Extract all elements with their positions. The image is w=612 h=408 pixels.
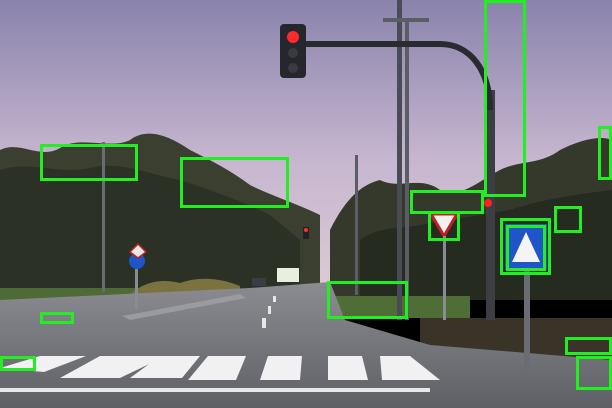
detection-box-tree-center (180, 157, 289, 208)
red-light (287, 31, 299, 43)
detection-box-yield-sign (428, 211, 460, 241)
streetlight-pole-2 (405, 20, 409, 320)
trees-left-dark (0, 165, 300, 290)
detection-box-pedestrian-sign-inner (506, 225, 546, 271)
streetlight-pole (397, 0, 402, 320)
car (252, 278, 266, 286)
lane-dashes (262, 296, 276, 328)
detection-box-road-marking-left (40, 312, 74, 324)
detection-box-right-edge (598, 126, 612, 180)
detection-box-pedestrian-sign-outer (500, 218, 551, 275)
bus (277, 268, 299, 282)
pole-red-light (484, 199, 492, 207)
detection-box-small-right (554, 206, 582, 233)
pedestrian-sign-post (524, 270, 530, 370)
streetlight-arm (383, 18, 429, 22)
lamp-pole-left (102, 142, 105, 292)
yield-sign (428, 212, 460, 239)
distant-traffic-light (303, 227, 309, 239)
detection-box-grass-median (327, 281, 408, 319)
lamp-pole-mid (355, 155, 358, 295)
detection-box-corner (576, 356, 612, 390)
detection-box-pole-tall (484, 0, 526, 197)
yield-sign-post (443, 236, 446, 320)
stop-line (0, 388, 430, 392)
median-curb (122, 294, 246, 320)
detection-box-right-low (565, 337, 612, 355)
detection-box-crosswalk-left (0, 356, 36, 371)
signal-arm (300, 41, 493, 111)
keep-right-sign (129, 253, 145, 269)
detection-box-tree-left (40, 144, 138, 181)
